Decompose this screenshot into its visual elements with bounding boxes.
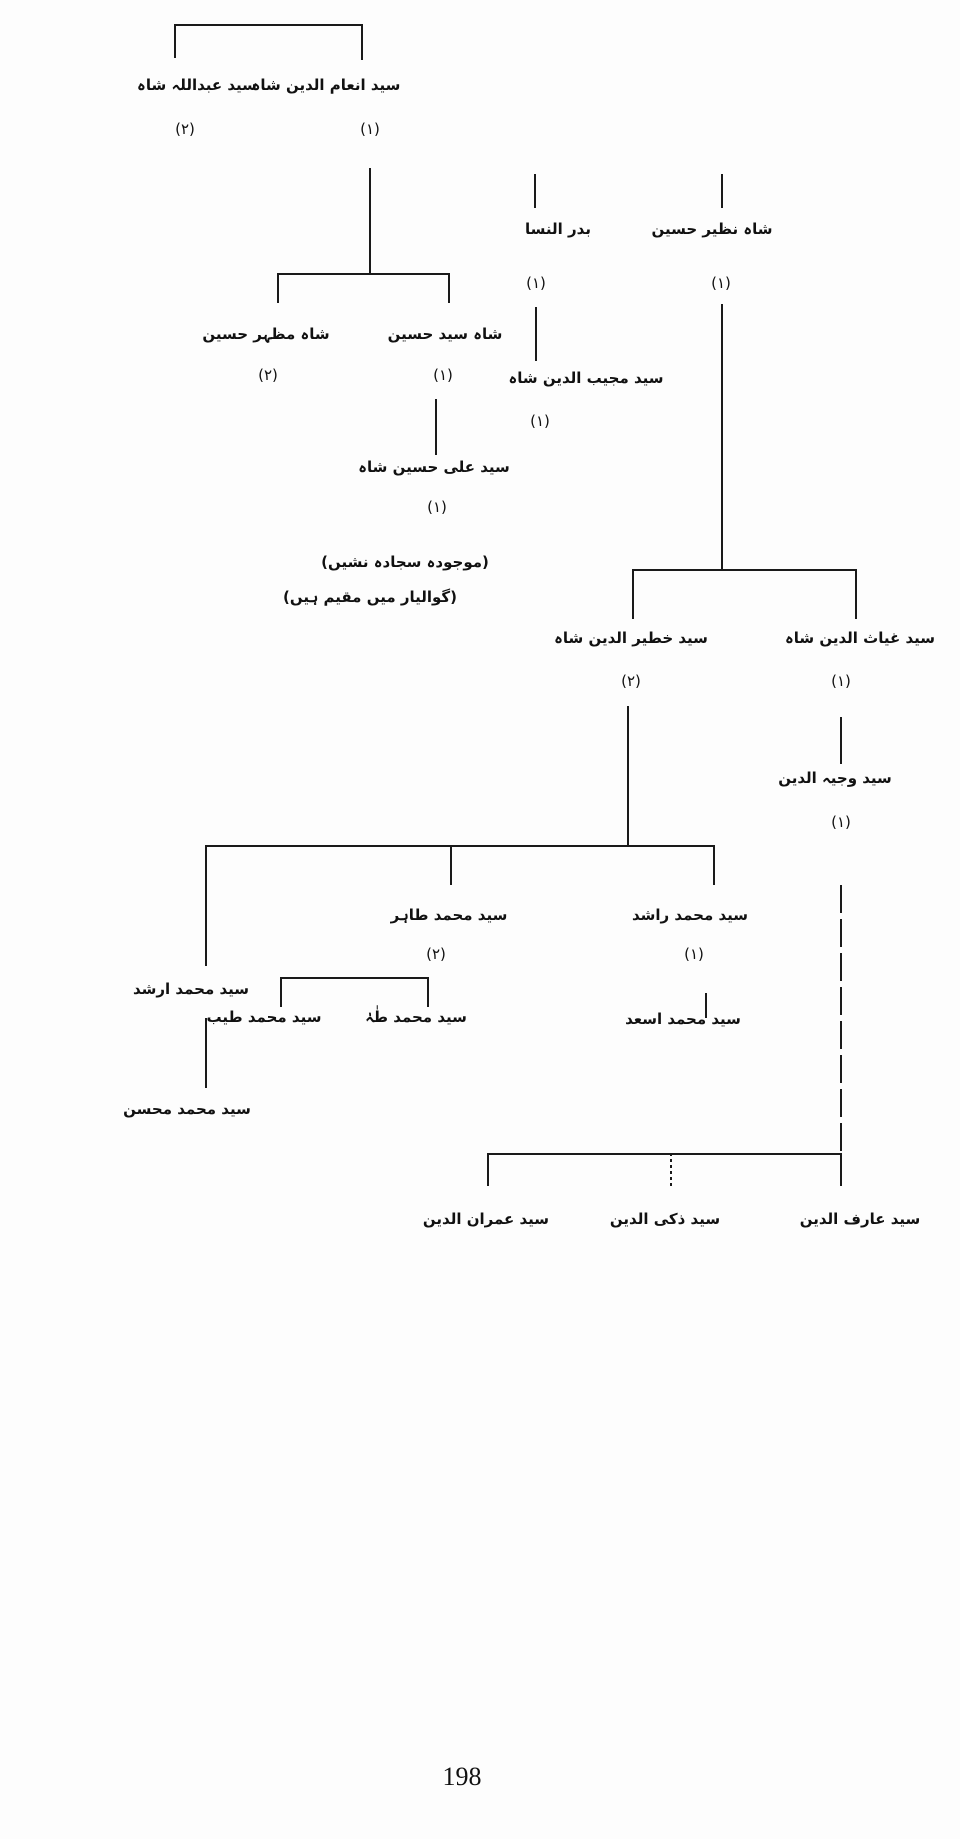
child-count: (۱): [427, 498, 447, 516]
page-number: 198: [442, 1762, 482, 1791]
child-count: (۲): [258, 366, 278, 384]
person-note: (موجودہ سجادہ نشیں): [321, 553, 489, 571]
person-name: بدر النسا: [525, 220, 591, 238]
person-name: شاہ مظہر حسین: [202, 325, 330, 343]
person-name: سید وجیہ الدین: [778, 769, 892, 787]
person-name: سید محمد محسن: [123, 1100, 251, 1118]
person-name: سید عارف الدین: [799, 1210, 921, 1228]
person-name: سید محمد طیب: [206, 1008, 322, 1026]
person-name: شاہ نظیر حسین: [651, 220, 773, 238]
person-name: سید محمد طٰہٰ: [365, 1008, 467, 1026]
person-name: سید خطیر الدین شاہ: [554, 629, 708, 647]
person-name: سید محمد راشد: [632, 906, 748, 924]
child-count: (۱): [526, 274, 546, 292]
child-count: (۱): [433, 366, 453, 384]
child-count: (۲): [426, 945, 446, 963]
person-name: سید محمد اسعد: [625, 1010, 741, 1028]
person-name: سید انعام الدین شاہ: [251, 76, 401, 94]
person-name: سید محمد ارشد: [133, 980, 249, 998]
child-count: (۱): [684, 945, 704, 963]
person-name: سید ذکی الدین: [609, 1210, 721, 1228]
person-name: سید محمد طاہر: [390, 906, 508, 924]
child-count: (۱): [711, 274, 731, 292]
person-name: شاہ سید حسین: [387, 325, 503, 343]
person-name: سید عبداللہ شاہ: [137, 76, 257, 94]
child-count: (۲): [175, 120, 195, 138]
person-name: سید غیاث الدین شاہ: [784, 629, 936, 647]
person-note: (گوالیار میں مقیم ہیں): [283, 588, 457, 606]
child-count: (۱): [831, 813, 851, 831]
child-count: (۱): [360, 120, 380, 138]
child-count: (۱): [530, 412, 550, 430]
child-count: (۲): [621, 672, 641, 690]
person-name: سید علی حسین شاہ: [358, 458, 510, 476]
person-name: سید عمران الدین: [422, 1210, 550, 1228]
child-count: (۱): [831, 672, 851, 690]
person-name: سید مجیب الدین شاہ: [508, 369, 664, 387]
